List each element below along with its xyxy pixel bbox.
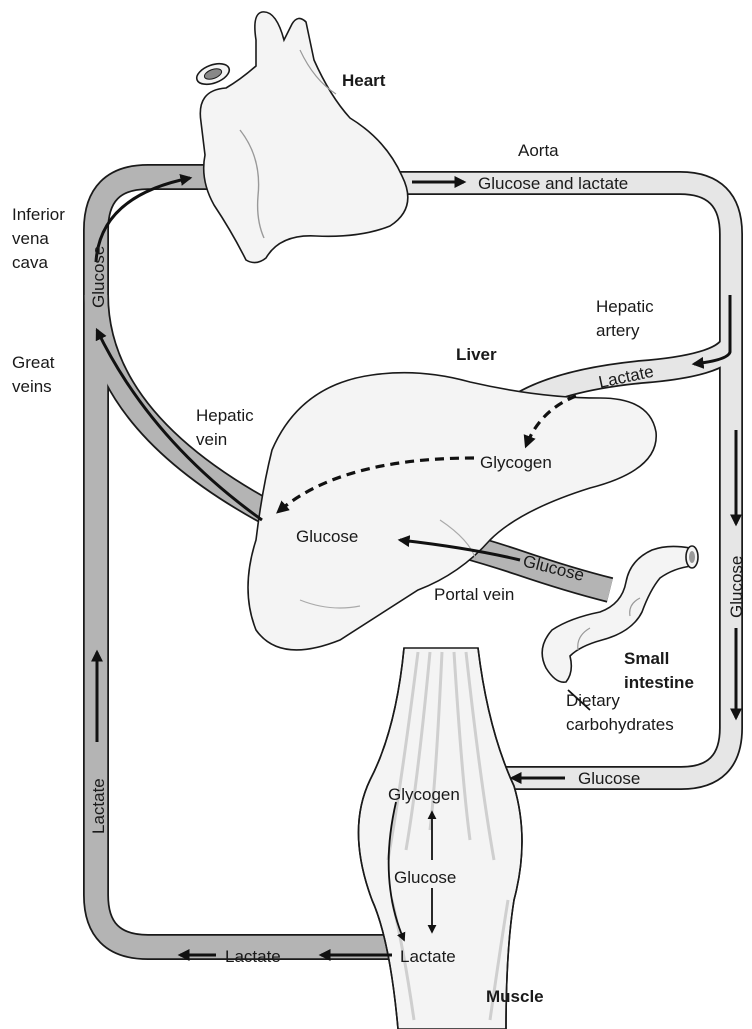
muscle-glycogen-label: Glycogen — [388, 785, 460, 804]
inferior-vena-cava-label-3: cava — [12, 253, 48, 272]
aorta-label: Aorta — [518, 141, 559, 160]
hepatic-artery-label-2: artery — [596, 321, 640, 340]
heart-label: Heart — [342, 71, 386, 90]
dietary-label-1: Dietary — [566, 691, 620, 710]
liver-glycogen-label: Glycogen — [480, 453, 552, 472]
heart-illustration — [194, 12, 408, 263]
portal-vein-label: Portal vein — [434, 585, 514, 604]
hepatic-vein-label-1: Hepatic — [196, 406, 254, 425]
liver-illustration — [248, 373, 656, 650]
muscle-glucose-label: Glucose — [394, 868, 456, 887]
vena-cava-glucose-label: Glucose — [89, 246, 108, 308]
bottom-left-lactate-label: Lactate — [225, 947, 281, 966]
left-lactate-label: Lactate — [89, 778, 108, 834]
aorta-content-label: Glucose and lactate — [478, 174, 628, 193]
dietary-label-2: carbohydrates — [566, 715, 674, 734]
muscle-illustration — [358, 648, 522, 1029]
great-veins-label-1: Great — [12, 353, 55, 372]
muscle-label: Muscle — [486, 987, 544, 1006]
hepatic-artery-label-1: Hepatic — [596, 297, 654, 316]
liver-label: Liver — [456, 345, 497, 364]
inferior-vena-cava-label-2: vena — [12, 229, 49, 248]
great-veins-label-2: veins — [12, 377, 52, 396]
hepatic-vein-label-2: vein — [196, 430, 227, 449]
small-intestine-label-2: intestine — [624, 673, 694, 692]
inferior-vena-cava-label-1: Inferior — [12, 205, 65, 224]
right-glucose-label: Glucose — [727, 556, 746, 618]
small-intestine-label-1: Small — [624, 649, 669, 668]
liver-glucose-label: Glucose — [296, 527, 358, 546]
muscle-lactate-label: Lactate — [400, 947, 456, 966]
bottom-right-glucose-label: Glucose — [578, 769, 640, 788]
